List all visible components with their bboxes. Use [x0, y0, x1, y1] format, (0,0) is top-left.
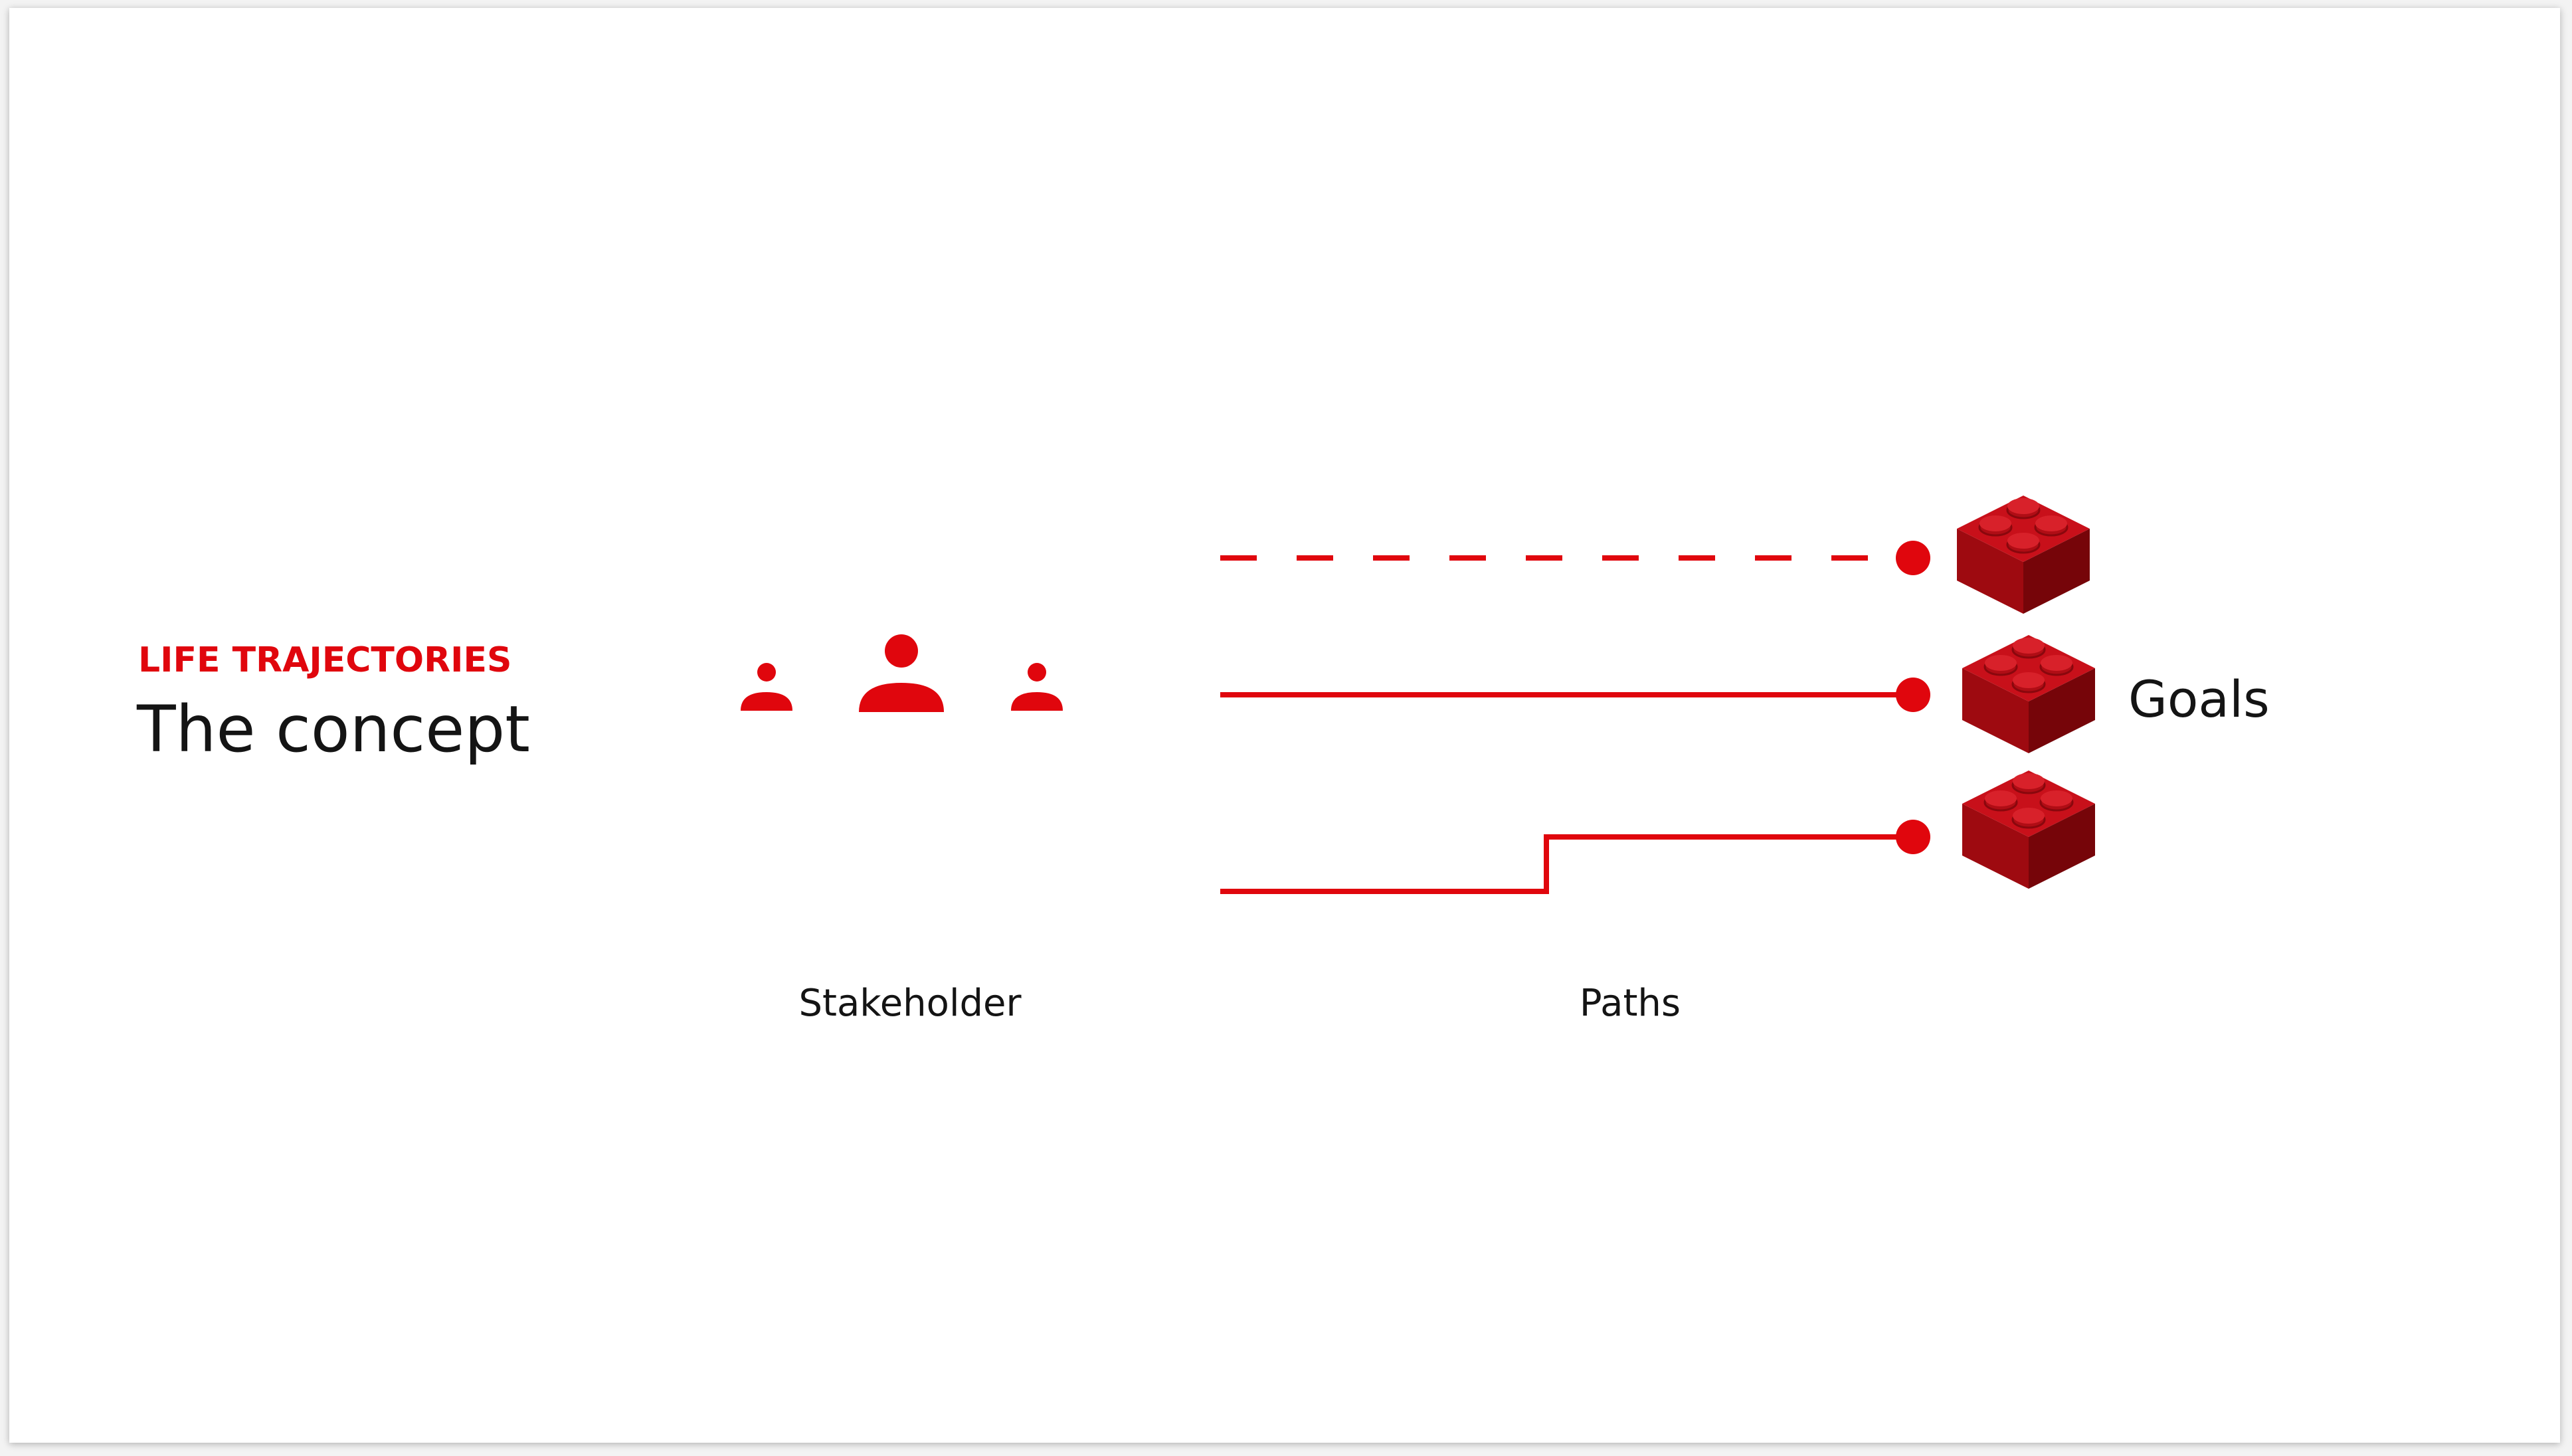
path-end-dot — [1896, 820, 1930, 854]
brick-icon-bottom — [1961, 769, 2096, 890]
paths-label: Paths — [1579, 982, 1681, 1025]
straight-path — [1220, 678, 1930, 712]
path-end-dot — [1896, 678, 1930, 712]
goals-label: Goals — [2128, 670, 2270, 729]
path-end-dot — [1896, 541, 1930, 575]
person-icon-small-left — [741, 663, 792, 711]
brick-icon-middle — [1961, 634, 2096, 755]
concept-diagram — [741, 494, 2096, 894]
eyebrow-label: LIFE TRAJECTORIES — [138, 640, 512, 680]
stakeholder-label: Stakeholder — [798, 982, 1022, 1025]
slide: LIFE TRAJECTORIES The concept — [9, 8, 2560, 1443]
person-icon-large — [859, 634, 944, 712]
person-icon-small-right — [1011, 663, 1063, 711]
slide-title: The concept — [137, 692, 530, 767]
dashed-path — [1220, 541, 1930, 575]
stepped-path — [1220, 820, 1930, 894]
brick-icon-top — [1956, 494, 2091, 615]
